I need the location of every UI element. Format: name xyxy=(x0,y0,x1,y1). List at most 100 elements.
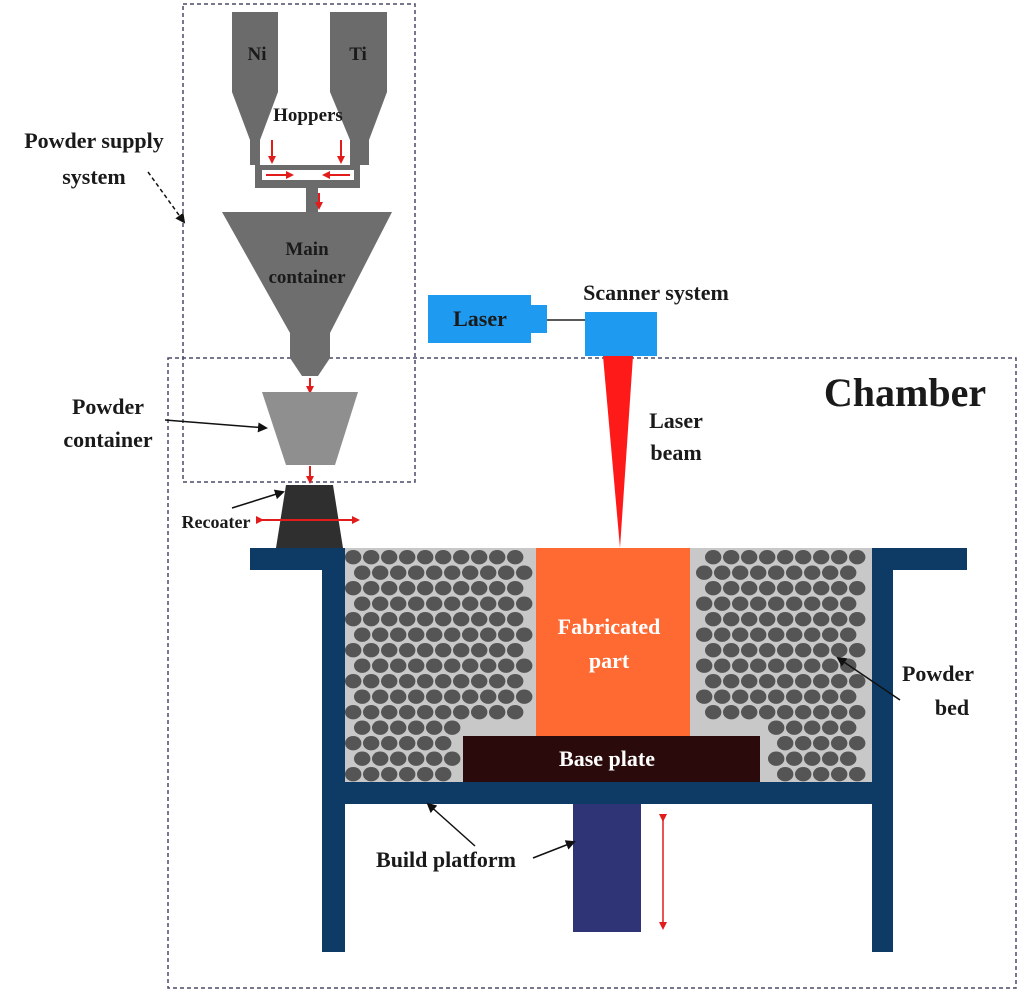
powder-particle xyxy=(381,767,398,782)
powder-particle xyxy=(408,751,425,766)
pointer-powder-container xyxy=(164,419,268,433)
piston xyxy=(573,804,641,932)
label-laser: Laser xyxy=(453,306,507,331)
powder-supply-boundary xyxy=(182,3,416,483)
powder-particle xyxy=(822,565,839,580)
powder-particle xyxy=(831,550,848,565)
powder-particle xyxy=(390,565,407,580)
powder-particle xyxy=(804,565,821,580)
hopper-ni xyxy=(232,12,278,165)
powder-bed xyxy=(345,550,866,782)
label-powder-container-line1: Powder xyxy=(72,394,144,419)
powder-particle xyxy=(345,767,362,782)
powder-particle xyxy=(444,627,461,642)
powder-particle xyxy=(696,627,713,642)
powder-particle xyxy=(705,643,722,658)
powder-particle xyxy=(363,612,380,627)
powder-particle xyxy=(399,550,416,565)
powder-particle xyxy=(489,674,506,689)
powder-particle xyxy=(831,736,848,751)
powder-particle xyxy=(489,643,506,658)
powder-particle xyxy=(714,658,731,673)
powder-particle xyxy=(786,720,803,735)
powder-particle xyxy=(453,581,470,596)
label-ni: Ni xyxy=(248,44,267,65)
label-main-container-line2: container xyxy=(268,267,346,288)
powder-particle xyxy=(399,643,416,658)
label-scanner-system: Scanner system xyxy=(583,280,729,305)
powder-particle xyxy=(390,689,407,704)
powder-particle xyxy=(444,720,461,735)
powder-particle xyxy=(507,550,524,565)
powder-particle xyxy=(426,751,443,766)
powder-particle xyxy=(354,689,371,704)
powder-particle xyxy=(435,674,452,689)
powder-particle xyxy=(768,596,785,611)
label-chamber: Chamber xyxy=(824,370,986,415)
label-powder-bed-line1: Powder xyxy=(902,661,974,686)
powder-particle xyxy=(489,581,506,596)
powder-particle xyxy=(444,658,461,673)
powder-particle xyxy=(849,767,866,782)
powder-particle xyxy=(822,627,839,642)
powder-particle xyxy=(768,689,785,704)
powder-particle xyxy=(741,550,758,565)
powder-particle xyxy=(354,658,371,673)
powder-particle xyxy=(741,581,758,596)
powder-particle xyxy=(372,658,389,673)
powder-particle xyxy=(381,705,398,720)
hoppers xyxy=(232,12,387,212)
label-build-platform: Build platform xyxy=(376,847,516,872)
powder-particle xyxy=(795,643,812,658)
powder-particle xyxy=(768,658,785,673)
pointer-build-platform-piston xyxy=(532,840,576,859)
powder-particle xyxy=(480,627,497,642)
powder-particle xyxy=(417,674,434,689)
powder-particle xyxy=(471,581,488,596)
powder-particle xyxy=(750,565,767,580)
base-plate xyxy=(463,736,760,782)
powder-particle xyxy=(705,674,722,689)
powder-particle xyxy=(381,612,398,627)
powder-particle xyxy=(507,643,524,658)
powder-particle xyxy=(831,674,848,689)
powder-particle xyxy=(363,705,380,720)
powder-particle xyxy=(363,767,380,782)
powder-particle xyxy=(444,689,461,704)
laser-system xyxy=(428,295,657,548)
powder-particle xyxy=(804,751,821,766)
powder-particle xyxy=(777,674,794,689)
powder-particle xyxy=(480,565,497,580)
powder-particle xyxy=(435,767,452,782)
powder-particle xyxy=(705,612,722,627)
powder-particle xyxy=(408,720,425,735)
powder-particle xyxy=(417,736,434,751)
powder-particle xyxy=(822,596,839,611)
powder-particle xyxy=(786,627,803,642)
powder-particle xyxy=(822,658,839,673)
powder-particle xyxy=(732,565,749,580)
powder-particle xyxy=(381,736,398,751)
label-ti: Ti xyxy=(349,44,367,65)
powder-particle xyxy=(354,627,371,642)
powder-particle xyxy=(426,627,443,642)
powder-particle xyxy=(516,565,533,580)
powder-particle xyxy=(840,720,857,735)
powder-particle xyxy=(426,658,443,673)
powder-particle xyxy=(849,550,866,565)
powder-particle xyxy=(696,565,713,580)
powder-particle xyxy=(363,736,380,751)
powder-particle xyxy=(750,658,767,673)
build-platform xyxy=(345,782,872,804)
powder-particle xyxy=(453,612,470,627)
powder-particle xyxy=(813,550,830,565)
powder-particle xyxy=(813,674,830,689)
powder-particle xyxy=(462,658,479,673)
powder-particle xyxy=(849,674,866,689)
powder-particle xyxy=(741,705,758,720)
recoater xyxy=(256,485,360,548)
powder-particle xyxy=(831,767,848,782)
powder-particle xyxy=(435,550,452,565)
powder-particle xyxy=(813,612,830,627)
powder-particle xyxy=(363,581,380,596)
